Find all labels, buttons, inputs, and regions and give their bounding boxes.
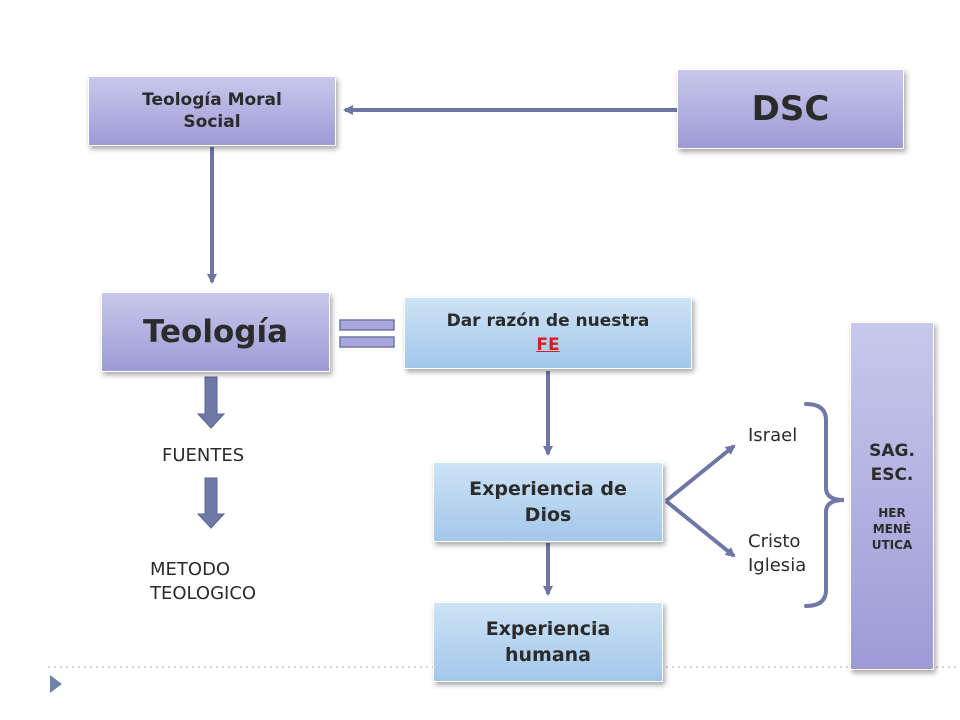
esc-label: ESC. [870, 465, 914, 485]
arrow-to-cristo [664, 499, 736, 558]
box-teologia-moral-social: Teología Moral Social [88, 76, 336, 146]
box-experiencia-dios: Experiencia de Dios [433, 462, 663, 542]
block-arrow-fuentes [196, 376, 226, 429]
block-arrow-metodo [196, 477, 226, 529]
slide-bullet-triangle-icon [50, 675, 62, 693]
box-experiencia-dios-label: Experiencia de Dios [469, 478, 627, 526]
box-dsc: DSC [677, 69, 904, 149]
teologico-line: TEOLOGICO [150, 583, 257, 604]
metodo-teologico-label: METODO TEOLOGICO [150, 558, 256, 606]
equals-sign-top [339, 319, 395, 331]
box-dsc-label: DSC [751, 89, 830, 129]
fuentes-label: FUENTES [162, 445, 245, 466]
box-experiencia-humana: Experiencia humana [433, 602, 663, 682]
fe-label: FE [536, 335, 560, 355]
right-brace [804, 402, 845, 608]
box-teologia-label: Teología [142, 314, 288, 350]
cristo-iglesia-label: Cristo Iglesia [748, 530, 806, 578]
cristo-line: Cristo [748, 531, 801, 552]
utica-label: UTICA [871, 538, 913, 552]
iglesia-line: Iglesia [748, 555, 807, 576]
her-label: HER [878, 506, 906, 520]
box-dar-razon-fe: Dar razón de nuestra FE [404, 297, 692, 369]
mene-label: MENÉ [872, 522, 912, 536]
box-dar-razon-label: Dar razón de nuestra [446, 311, 650, 331]
box-teologia-moral-social-label: Teología Moral Social [142, 90, 282, 132]
equals-sign-bottom [339, 336, 395, 348]
israel-label: Israel [748, 425, 798, 446]
box-sag-esc-hermeneutica: SAG. ESC. HER MENÉ UTICA [850, 322, 934, 670]
arrow-to-israel [664, 444, 736, 503]
metodo-line: METODO [150, 559, 231, 580]
sag-label: SAG. [869, 441, 915, 461]
box-experiencia-humana-label: Experiencia humana [485, 618, 611, 666]
box-teologia: Teología [101, 292, 330, 372]
